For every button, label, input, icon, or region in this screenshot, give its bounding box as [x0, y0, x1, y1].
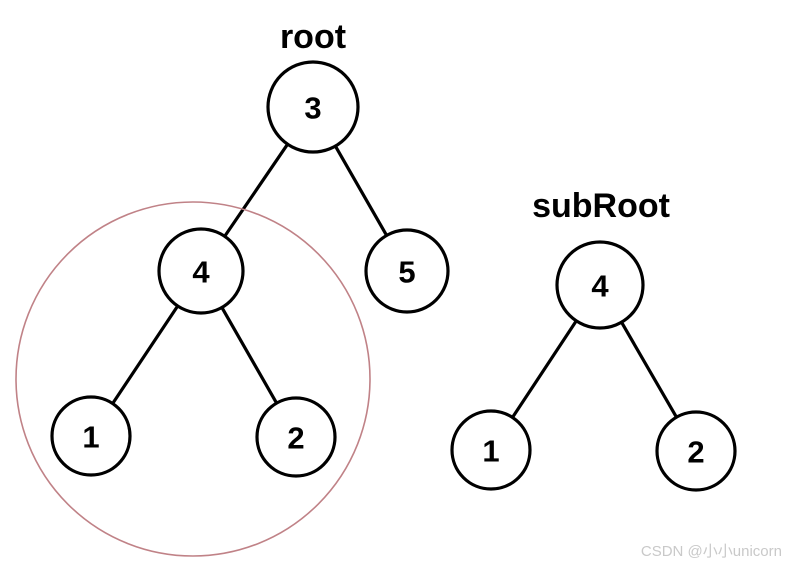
node-value-r3: 3	[304, 91, 321, 126]
tree-edge-s4-s2	[619, 319, 679, 420]
node-circle-s2	[655, 410, 737, 492]
csdn-watermark: CSDN @小小unicorn	[641, 543, 782, 560]
tree-node-r5[interactable]: 5	[364, 228, 450, 314]
tree-node-r1[interactable]: 1	[50, 395, 132, 477]
subroot-tree-label: subRoot	[532, 187, 670, 225]
node-value-r1: 1	[82, 420, 99, 455]
tree-edge-r4-r1	[110, 303, 180, 406]
matched-subtree-highlight-circle	[15, 201, 371, 557]
tree-edge-r3-r5	[333, 143, 389, 238]
node-value-s4: 4	[591, 269, 609, 304]
root-tree-label: root	[280, 18, 346, 56]
node-value-s1: 1	[482, 434, 499, 469]
tree-node-s1[interactable]: 1	[450, 409, 532, 491]
node-circle-r4	[157, 227, 245, 315]
node-value-r2: 2	[287, 421, 304, 456]
tree-node-r3[interactable]: 3	[266, 60, 360, 154]
tree-edge-r3-r4	[222, 141, 290, 239]
node-circle-s4	[555, 240, 645, 330]
node-value-r4: 4	[192, 255, 210, 290]
node-value-r5: 5	[398, 255, 415, 290]
node-circle-r2	[255, 396, 337, 478]
tree-edge-r4-r2	[219, 304, 279, 406]
nodes-layer: 3 4 5 1 2 4 1 2	[50, 60, 737, 492]
tree-edge-s4-s1	[510, 318, 579, 420]
edges-layer	[110, 141, 679, 420]
tree-node-r4[interactable]: 4	[157, 227, 245, 315]
node-circle-s1	[450, 409, 532, 491]
node-circle-r3	[266, 60, 360, 154]
node-value-s2: 2	[687, 435, 704, 470]
tree-node-r2[interactable]: 2	[255, 396, 337, 478]
node-circle-r5	[364, 228, 450, 314]
tree-node-s2[interactable]: 2	[655, 410, 737, 492]
tree-node-s4[interactable]: 4	[555, 240, 645, 330]
node-circle-r1	[50, 395, 132, 477]
